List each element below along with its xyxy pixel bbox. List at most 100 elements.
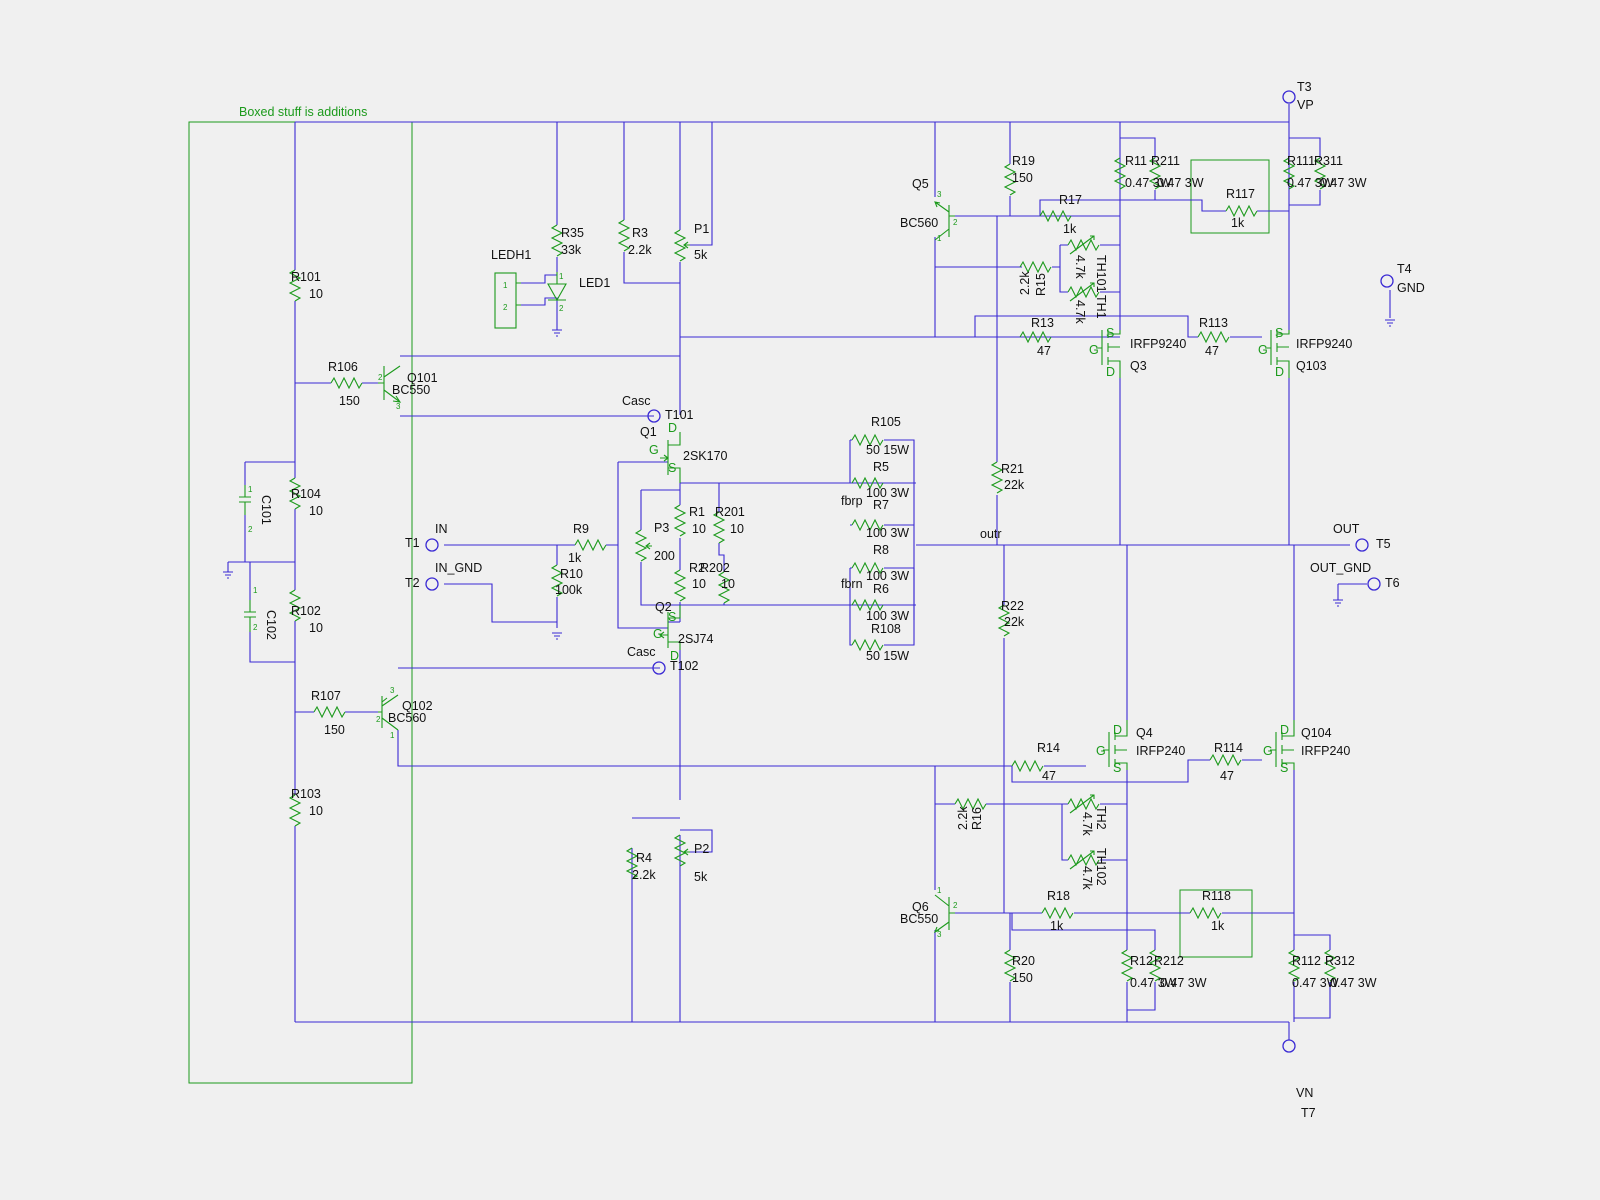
transistor-ref: Q2 [655,600,672,614]
resistor-ref: R102 [291,604,321,618]
terminal-net: IN_GND [435,561,482,575]
pin-number: 1 [937,886,942,895]
transistor-part: BC560 [388,711,426,725]
resistor-ref: R118 [1202,889,1231,903]
resistor-ref: R7 [873,498,889,512]
led-header-ref: LEDH1 [491,248,531,262]
thermistor-value: 4.7k [1080,866,1094,890]
thermistor-value: 4.7k [1080,812,1094,836]
pin-number: 2 [503,303,508,312]
pot-ref: P3 [654,521,669,535]
terminal-ref: T5 [1376,537,1391,551]
resistor-ref: R9 [573,522,589,536]
transistor-part: IRFP240 [1301,744,1350,758]
resistor-value: 0.47 3W [1287,176,1334,190]
gate-label: G [653,627,663,641]
gate-label: G [1258,343,1268,357]
thermistor-value: 4.7k [1073,300,1087,324]
transistor-ref: Q103 [1296,359,1327,373]
pin-number: 2 [953,901,958,910]
resistor-ref: R107 [311,689,341,703]
resistor-value: 2.2k [956,806,970,830]
resistor-ref: R202 [700,561,730,575]
gate-label: G [1096,744,1106,758]
resistor-value: 10 [692,522,706,536]
jfet-symbols [659,432,681,650]
resistor-value: 100k [555,583,583,597]
resistor-ref: R22 [1001,599,1024,613]
thermistor-ref: TH2 [1094,806,1108,830]
resistor-value: 33k [561,243,582,257]
resistor-ref: R18 [1047,889,1070,903]
transistor-part: BC550 [900,912,938,926]
thermistor-labels: TH101 4.7k TH1 4.7k TH2 4.7k TH102 4.7k [1073,255,1108,890]
drain-label: D [668,421,677,435]
terminal-ref: T102 [670,659,699,673]
transistor-part: IRFP9240 [1130,337,1186,351]
resistor-value: 0.47 3W [1330,976,1377,990]
resistor-ref: R108 [871,622,901,636]
resistor-ref: R6 [873,582,889,596]
resistor-ref: R103 [291,787,321,801]
resistor-value: 150 [1012,171,1033,185]
led-symbols [494,272,567,329]
transistor-part: BC550 [392,383,430,397]
net-label: outr [980,527,1002,541]
resistor-value: 1k [1050,919,1064,933]
resistor-ref: R117 [1226,187,1255,201]
pin-number: 1 [503,281,508,290]
terminal-net: Casc [627,645,655,659]
resistor-value: 150 [1012,971,1033,985]
source-label: S [1280,761,1288,775]
resistor-ref: R212 [1154,954,1184,968]
resistor-value: 150 [339,394,360,408]
thermistor-ref: TH101 [1094,255,1108,293]
pin-number: 3 [390,686,395,695]
transistor-ref: Q3 [1130,359,1147,373]
pin-number: 2 [248,525,253,534]
transistor-ref: Q101 [407,371,438,385]
resistor-ref: R101 [291,270,321,284]
led-ref: LED1 [579,276,610,290]
transistor-part: 2SJ74 [678,632,713,646]
terminal-ref: T1 [405,536,420,550]
terminal-net: VP [1297,98,1314,112]
capacitor-pin-labels: 1 2 1 2 [248,485,258,632]
resistor-value: 2.2k [1018,271,1032,295]
resistor-value: 1k [1063,222,1077,236]
led-labels: LED1 LEDH1 [491,248,610,290]
terminal-net: OUT_GND [1310,561,1371,575]
resistor-ref: R4 [636,851,652,865]
resistor-ref: R17 [1059,193,1082,207]
capacitor-symbols [239,485,256,632]
transistor-ref: Q4 [1136,726,1153,740]
resistor-value: 1k [568,551,582,565]
resistor-value: 47 [1220,769,1234,783]
pin-number: 1 [559,272,564,281]
resistor-ref: R8 [873,543,889,557]
resistor-ref: R1 [689,505,705,519]
drain-label: D [670,649,679,663]
transistor-ref: Q5 [912,177,929,191]
resistor-value: 150 [324,723,345,737]
resistor-value: 47 [1042,769,1056,783]
pin-number: 2 [378,373,383,382]
net-label: fbrp [841,494,863,508]
resistor-value: 10 [309,804,323,818]
resistor-value: 10 [309,504,323,518]
transistor-ref: Q104 [1301,726,1332,740]
resistor-value: 2.2k [628,243,652,257]
pin-number: 2 [376,715,381,724]
resistor-ref: R114 [1214,741,1243,755]
resistor-value: 10 [730,522,744,536]
pin-number: 3 [937,930,942,939]
resistor-ref: R15 [1034,273,1048,296]
wires [227,104,1391,1040]
resistor-ref: R19 [1012,154,1035,168]
resistor-ref: R112 [1292,954,1321,968]
source-label: S [1113,761,1121,775]
terminal-ref: T7 [1301,1106,1316,1120]
source-label: S [1275,326,1283,340]
source-label: S [668,610,676,624]
